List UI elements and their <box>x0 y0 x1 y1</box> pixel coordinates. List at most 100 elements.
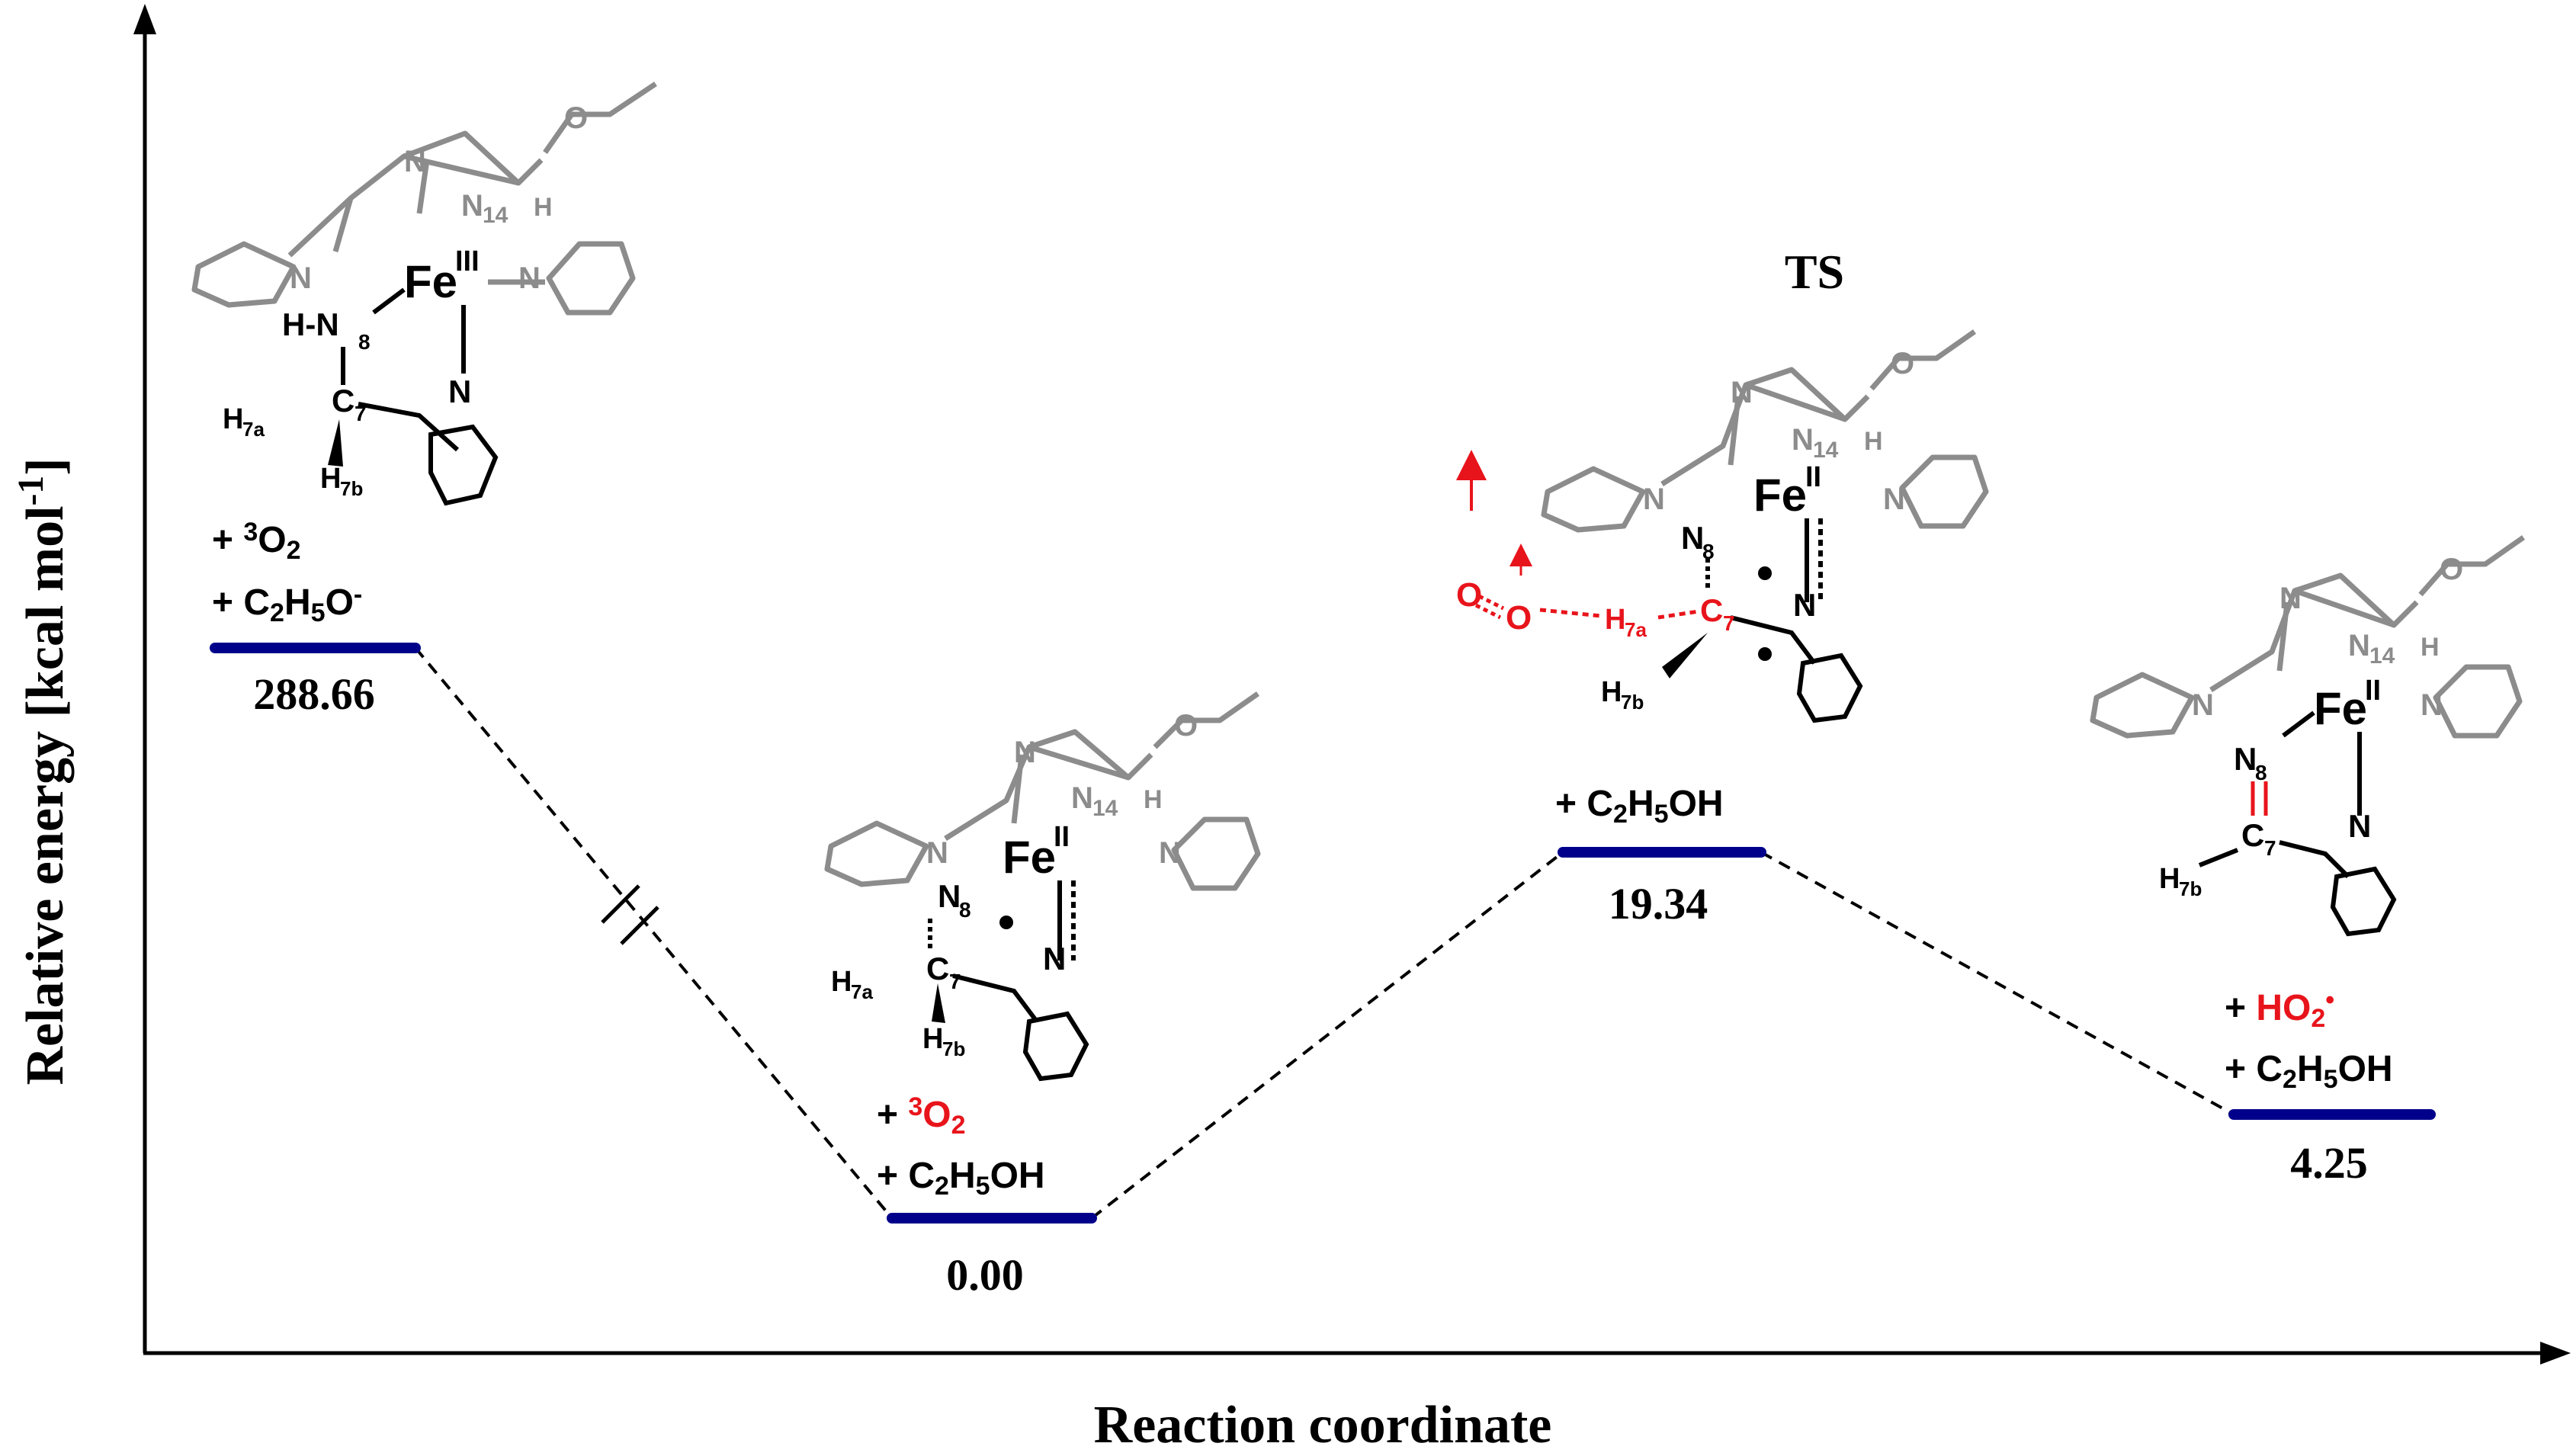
svg-text:7b: 7b <box>942 1037 965 1060</box>
svg-text:N: N <box>448 374 471 409</box>
svg-text:N: N <box>518 261 541 295</box>
structure-product: N O N 14 H N N Fe II N 8 N C 7 H 7b <box>2090 535 2526 937</box>
connector-ts-product <box>1760 851 2235 1116</box>
svg-text:H-N: H-N <box>282 306 339 342</box>
svg-text:14: 14 <box>2369 643 2395 669</box>
svg-text:H: H <box>2159 863 2180 895</box>
co-reactant-label: + 3O2 <box>877 1092 966 1140</box>
svg-text:Fe: Fe <box>1753 470 1807 521</box>
svg-text:N: N <box>1793 587 1816 623</box>
svg-text:Fe: Fe <box>1003 832 1056 883</box>
svg-text:II: II <box>2365 675 2381 707</box>
svg-text:H: H <box>1605 604 1625 636</box>
svg-text:C: C <box>926 951 949 986</box>
co-reactant-label: + 3O2 <box>212 518 301 565</box>
svg-text:N: N <box>1792 423 1814 457</box>
svg-text:O: O <box>1506 599 1532 637</box>
svg-text:7b: 7b <box>340 477 363 500</box>
svg-text:H: H <box>1601 676 1622 708</box>
energy-label-intermediate: 0.00 <box>946 1250 1024 1300</box>
svg-text:II: II <box>1805 461 1821 493</box>
svg-text:N: N <box>926 836 948 870</box>
svg-text:H: H <box>831 966 852 998</box>
structure-ts: N O N 14 H N N Fe II N 8 N C 7 H 7a O O … <box>1456 329 1989 723</box>
svg-text:N: N <box>1043 941 1066 977</box>
svg-text:7b: 7b <box>1621 691 1644 714</box>
connectors <box>414 646 2235 1220</box>
svg-text:8: 8 <box>2255 761 2267 784</box>
extras-intermediate: + 3O2 + C2H5OH <box>877 1092 1045 1201</box>
svg-text:N: N <box>1014 736 1036 769</box>
y-axis-title: Relative energy [kcal mol-1] <box>11 457 75 1085</box>
svg-text:N: N <box>2192 688 2214 722</box>
svg-text:O: O <box>564 101 588 135</box>
svg-text:O: O <box>1891 347 1914 380</box>
co-reactant-label: + HO2• <box>2225 986 2334 1033</box>
svg-text:C: C <box>332 383 355 419</box>
extras-reactant: + 3O2 + C2H5O- <box>212 518 362 627</box>
connector-reactant-intermediate <box>414 646 893 1220</box>
co-reactant-label: + C2H5OH <box>1555 784 1724 829</box>
svg-text:N: N <box>1731 376 1753 409</box>
svg-text:N: N <box>2234 741 2257 777</box>
svg-text:N: N <box>2348 808 2371 844</box>
svg-text:O: O <box>2440 553 2463 586</box>
x-axis-arrowhead <box>2540 1342 2571 1365</box>
svg-text:N: N <box>290 261 312 295</box>
structure-reactant: N O N 14 H N N Fe III H-N 8 N C 7 H 7a H… <box>191 82 657 506</box>
svg-text:III: III <box>455 245 480 277</box>
x-axis-title: Reaction coordinate <box>1094 1396 1552 1454</box>
svg-text:7a: 7a <box>1625 618 1647 641</box>
axis-break-icon <box>601 884 659 945</box>
svg-text:H: H <box>1864 427 1883 456</box>
svg-text:H: H <box>1144 785 1163 814</box>
svg-text:14: 14 <box>1813 438 1839 463</box>
svg-text:N: N <box>2421 688 2443 722</box>
co-reactant-label: + C2H5OH <box>2225 1049 2393 1094</box>
fe-atom-label: Fe <box>404 256 457 307</box>
svg-text:8: 8 <box>1702 540 1715 563</box>
extras-ts: + C2H5OH <box>1555 784 1724 829</box>
co-reactant-label: + C2H5O- <box>212 580 362 627</box>
y-axis-arrowhead <box>133 4 156 34</box>
svg-text:H: H <box>223 403 243 435</box>
svg-text:N: N <box>1159 836 1181 870</box>
energy-label-ts: 19.34 <box>1609 879 1708 928</box>
energy-label-product: 4.25 <box>2290 1138 2368 1188</box>
structure-intermediate: N O N 14 H N N Fe II N 8 N C 7 H 7a H 7b <box>824 691 1261 1082</box>
svg-text:7a: 7a <box>242 418 265 441</box>
svg-text:N: N <box>404 145 426 178</box>
svg-text:N: N <box>1643 483 1665 516</box>
axes: Relative energy [kcal mol-1] Reaction co… <box>11 4 2571 1454</box>
svg-text:7: 7 <box>1723 611 1735 635</box>
svg-text:N: N <box>461 189 483 223</box>
svg-text:N: N <box>1071 781 1093 815</box>
svg-text:H: H <box>922 1023 943 1055</box>
svg-text:H: H <box>320 463 341 495</box>
svg-text:8: 8 <box>358 330 371 354</box>
svg-text:N: N <box>1883 483 1905 516</box>
svg-text:C: C <box>1700 592 1723 628</box>
svg-text:14: 14 <box>1092 796 1118 821</box>
svg-text:7: 7 <box>949 970 961 993</box>
svg-text:H: H <box>2421 633 2440 662</box>
energy-values: 288.66 0.00 19.34 4.25 <box>253 669 2368 1300</box>
svg-text:O: O <box>1174 709 1198 742</box>
co-reactant-label: + C2H5OH <box>877 1156 1045 1201</box>
svg-text:C: C <box>2241 817 2264 853</box>
svg-text:H: H <box>534 193 553 222</box>
extras-product: + HO2• + C2H5OH <box>2225 986 2393 1094</box>
svg-text:7: 7 <box>2264 836 2276 860</box>
energy-levels <box>210 643 2436 1223</box>
svg-text:14: 14 <box>483 203 509 228</box>
svg-text:N: N <box>938 878 961 914</box>
ts-label: TS <box>1785 245 1844 299</box>
svg-text:7b: 7b <box>2179 877 2202 900</box>
connector-intermediate-ts <box>1090 851 1564 1220</box>
svg-text:7a: 7a <box>851 980 873 1003</box>
energy-label-reactant: 288.66 <box>253 669 375 719</box>
svg-text:N: N <box>2348 629 2370 662</box>
svg-text:7: 7 <box>355 402 367 425</box>
svg-text:Fe: Fe <box>2314 683 2367 734</box>
